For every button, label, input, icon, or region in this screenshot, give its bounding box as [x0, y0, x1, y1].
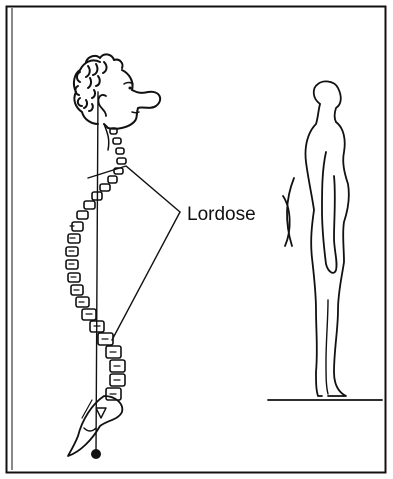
plumb-line	[96, 92, 98, 452]
head-icon	[74, 54, 160, 128]
pelvis-icon	[68, 396, 122, 456]
lordose-pointer-upper	[88, 166, 180, 212]
lordose-pointer-lower	[112, 212, 180, 340]
lordose-label: Lordose	[187, 204, 256, 225]
skeleton-spine-figure	[66, 54, 180, 459]
body-outline-side-view	[268, 81, 382, 400]
diagram-frame	[7, 7, 386, 473]
plumb-bob	[91, 449, 101, 459]
